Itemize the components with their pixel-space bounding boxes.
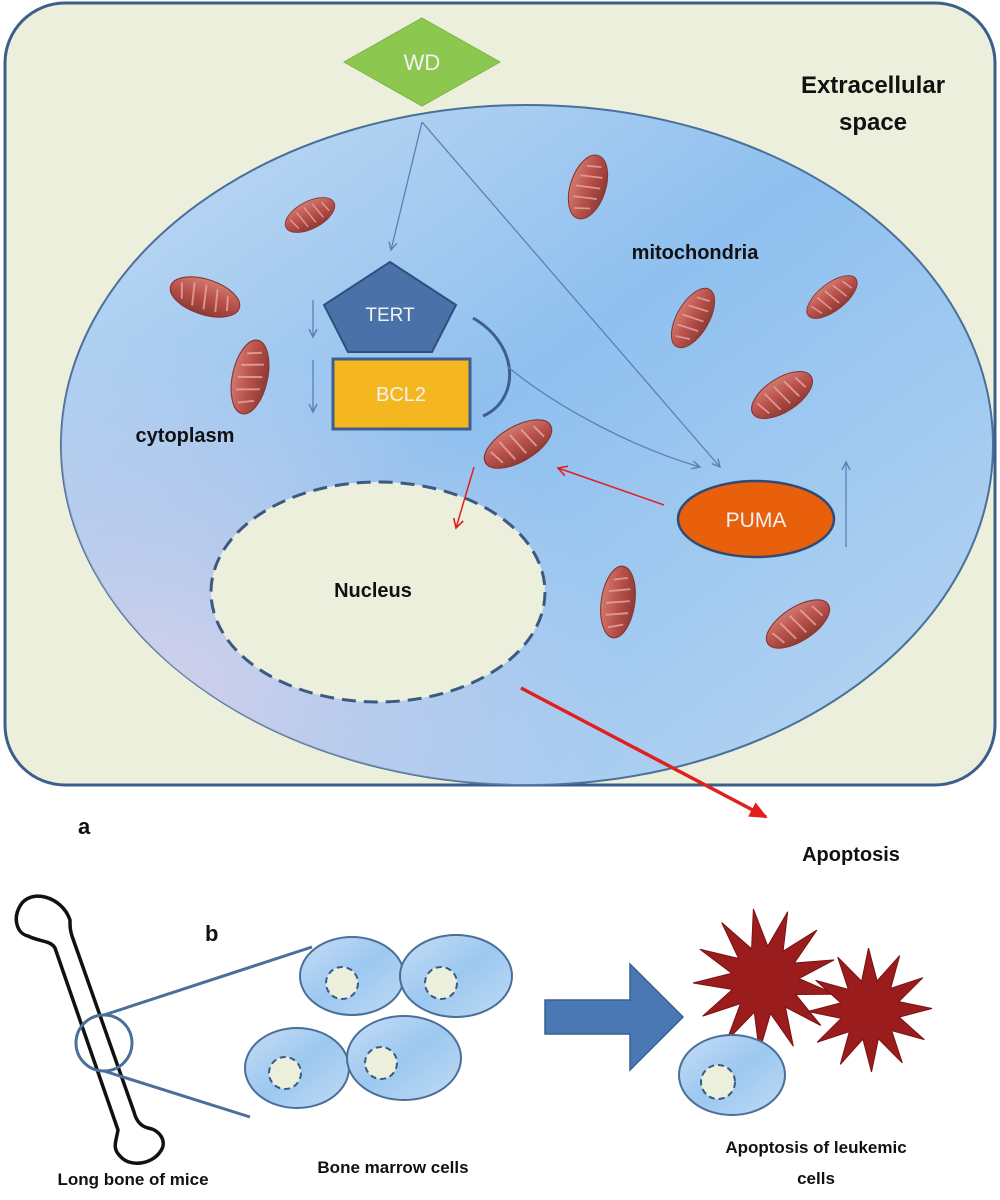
apoptotic-burst xyxy=(807,947,933,1073)
apoptosis-label: Apoptosis xyxy=(802,844,900,866)
leukemic-label-line1: Apoptosis of leukemic xyxy=(725,1138,906,1157)
bone-marrow-cell xyxy=(299,936,405,1016)
cytoplasm-label: cytoplasm xyxy=(136,425,235,447)
nucleus xyxy=(209,480,547,704)
arrow-wd-to-tert xyxy=(391,121,423,250)
marrow-label: Bone marrow cells xyxy=(317,1158,468,1177)
mitochondria-label: mitochondria xyxy=(632,242,760,264)
magnify-line-bottom xyxy=(103,1069,251,1119)
wd-diamond xyxy=(342,17,502,107)
arrow-wd-to-puma xyxy=(421,121,720,467)
bcl2-label: BCL2 xyxy=(376,384,426,406)
leukemic-cell xyxy=(678,1034,786,1116)
panel-a-letter: a xyxy=(78,814,91,839)
nucleus-label: Nucleus xyxy=(334,580,412,602)
bone-marrow-cell xyxy=(244,1027,350,1109)
puma-ellipse xyxy=(676,479,836,559)
tert-label: TERT xyxy=(365,305,415,326)
extracellular-label-line1: Extracellular xyxy=(801,72,945,99)
puma-label: PUMA xyxy=(726,509,787,532)
bone-label: Long bone of mice xyxy=(57,1170,208,1189)
extracellular-label-line2: space xyxy=(839,109,907,136)
process-arrow xyxy=(544,962,685,1072)
wd-label: WD xyxy=(404,50,441,75)
arrow-to-apoptosis xyxy=(520,686,768,819)
arrow-bracket-to-puma xyxy=(507,366,700,467)
arrow-mito-to-nucleus xyxy=(456,466,475,528)
long-bone xyxy=(14,894,165,1165)
arrow-puma-to-mito xyxy=(558,468,665,506)
leukemic-label-line2: cells xyxy=(797,1169,835,1188)
bcl2-box xyxy=(331,357,472,431)
panel-b-letter: b xyxy=(205,921,218,946)
bone-marrow-cell xyxy=(399,934,513,1018)
binding-bracket xyxy=(472,316,512,418)
tert-pentagon xyxy=(322,260,458,353)
bone-marrow-cell xyxy=(346,1015,462,1101)
apoptotic-burst xyxy=(692,908,836,1052)
magnify-line-top xyxy=(103,945,313,1017)
